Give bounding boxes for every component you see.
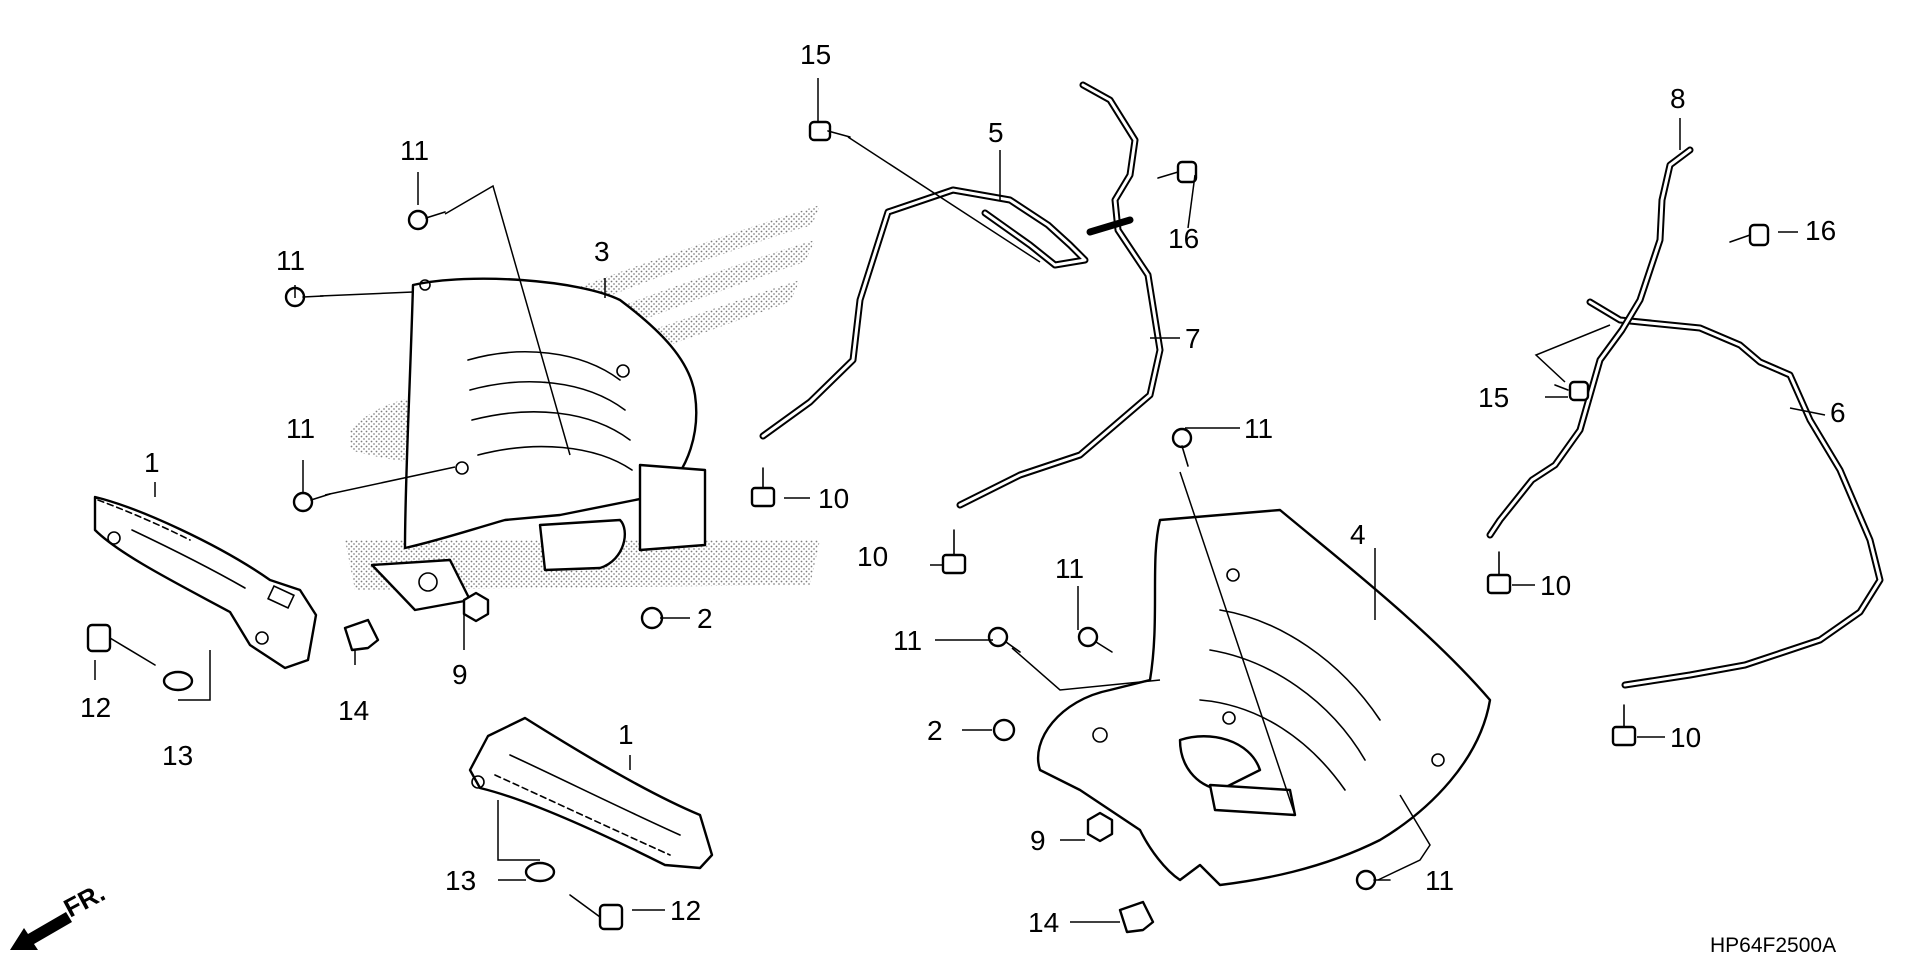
label-part-11-d: 11 [1244,413,1273,444]
label-part-11-e: 11 [1055,553,1084,584]
label-part-11-c: 11 [286,413,315,444]
cable-7 [956,81,1164,509]
label-part-11-a: 11 [400,135,429,166]
heel-guard-right [1037,508,1492,887]
label-part-10-c: 10 [1540,570,1571,601]
footpeg-lower [468,716,714,870]
label-part-3: 3 [594,236,610,267]
footpeg-upper-left [93,495,318,670]
label-part-2-left: 2 [697,603,713,634]
label-part-12-lower: 12 [670,895,701,926]
label-part-5: 5 [988,117,1004,148]
label-part-16-top: 16 [1168,223,1199,254]
front-arrow-icon [10,912,72,950]
diagram-code: HP64F2500A [1710,934,1836,957]
label-part-13-lower: 13 [445,865,476,896]
label-part-9-left: 9 [452,659,468,690]
label-part-10-b: 10 [857,541,888,572]
label-part-10-a: 10 [818,483,849,514]
label-part-1-lower: 1 [618,719,634,750]
cable-6 [1586,298,1884,689]
label-part-2-right: 2 [927,715,943,746]
label-part-12-left: 12 [80,692,111,723]
label-part-8: 8 [1670,83,1686,114]
leader-lines [94,78,1826,923]
label-part-14-left: 14 [338,695,369,726]
cable-5 [759,186,1089,440]
label-part-13-left: 13 [162,740,193,771]
label-part-7: 7 [1185,323,1201,354]
heel-guard-left [370,277,707,612]
label-part-14-right: 14 [1028,907,1059,938]
label-part-16-right: 16 [1805,215,1836,246]
fasteners [86,120,1770,934]
label-part-11-b: 11 [276,245,305,276]
label-part-15-top: 15 [800,39,831,70]
label-part-9-right: 9 [1030,825,1046,856]
label-part-15-right: 15 [1478,382,1509,413]
label-part-11-g: 11 [1425,865,1454,896]
label-part-10-d: 10 [1670,722,1701,753]
cable-8 [1486,146,1694,539]
front-direction-indicator: FR. [10,877,110,950]
label-part-1-upper: 1 [144,447,160,478]
label-part-4: 4 [1350,519,1366,550]
label-part-6: 6 [1830,397,1846,428]
part-labels: 1 12 13 3 11 11 11 2 9 14 1 13 12 15 5 1… [80,39,1846,938]
label-part-11-f: 11 [893,625,922,656]
